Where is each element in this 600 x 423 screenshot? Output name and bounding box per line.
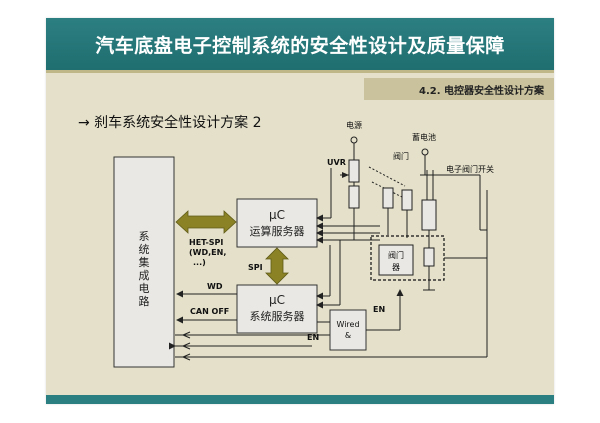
spi-arrow: [265, 247, 289, 285]
battery-label: 蓄电池: [412, 132, 436, 142]
wired-line1: Wired: [336, 320, 359, 329]
bottom-bar: [46, 395, 554, 404]
het-spi-line3: ...): [193, 258, 206, 267]
system-ic-block: [113, 156, 175, 368]
wired-line2: &: [345, 331, 351, 340]
uc-bottom-line2: 系统服务器: [250, 310, 305, 323]
wired-and-block: [329, 309, 367, 351]
system-ic-char: 统: [139, 243, 150, 256]
system-ic-char: 路: [139, 295, 150, 308]
section-tag: 4.2. 电控器安全性设计方案: [364, 78, 554, 100]
system-ic-char: 系: [139, 230, 150, 243]
uc-bottom-line1: μC: [269, 293, 285, 307]
uc-top-line2: 运算服务器: [250, 224, 305, 238]
can-off-label: CAN OFF: [190, 307, 229, 316]
spi-label: SPI: [248, 263, 263, 272]
system-ic-char: 成: [139, 269, 150, 282]
valve-switch-label: 电子阀门开关: [446, 164, 494, 174]
valve-box-line2: 器: [392, 263, 400, 272]
power-label: 电源: [346, 120, 362, 130]
system-ic-char: 集: [139, 255, 150, 269]
het-spi-line1: HET-SPI: [189, 238, 223, 247]
valve-top-label: 阀门: [393, 151, 409, 161]
uvr-label: UVR: [327, 158, 346, 167]
system-ic-char: 电: [139, 282, 150, 295]
het-spi-arrow: [175, 210, 237, 234]
uc-compute-block: [236, 198, 318, 248]
en-right-label: EN: [373, 305, 385, 314]
slide-title: 汽车底盘电子控制系统的安全性设计及质量保障: [46, 18, 554, 70]
en-bottom-label: EN: [307, 333, 319, 342]
slide-subtitle: → 刹车系统安全性设计方案 2: [78, 115, 262, 131]
het-spi-line2: (WD,EN,: [189, 248, 226, 257]
wd-label: WD: [207, 282, 223, 291]
title-separator: [46, 70, 554, 73]
system-ic-label: 系 统 集 成 电 路: [139, 230, 150, 308]
uc-system-block: [236, 284, 318, 334]
uc-top-line1: μC: [269, 208, 285, 222]
valve-box-line1: 阀门: [388, 250, 404, 260]
